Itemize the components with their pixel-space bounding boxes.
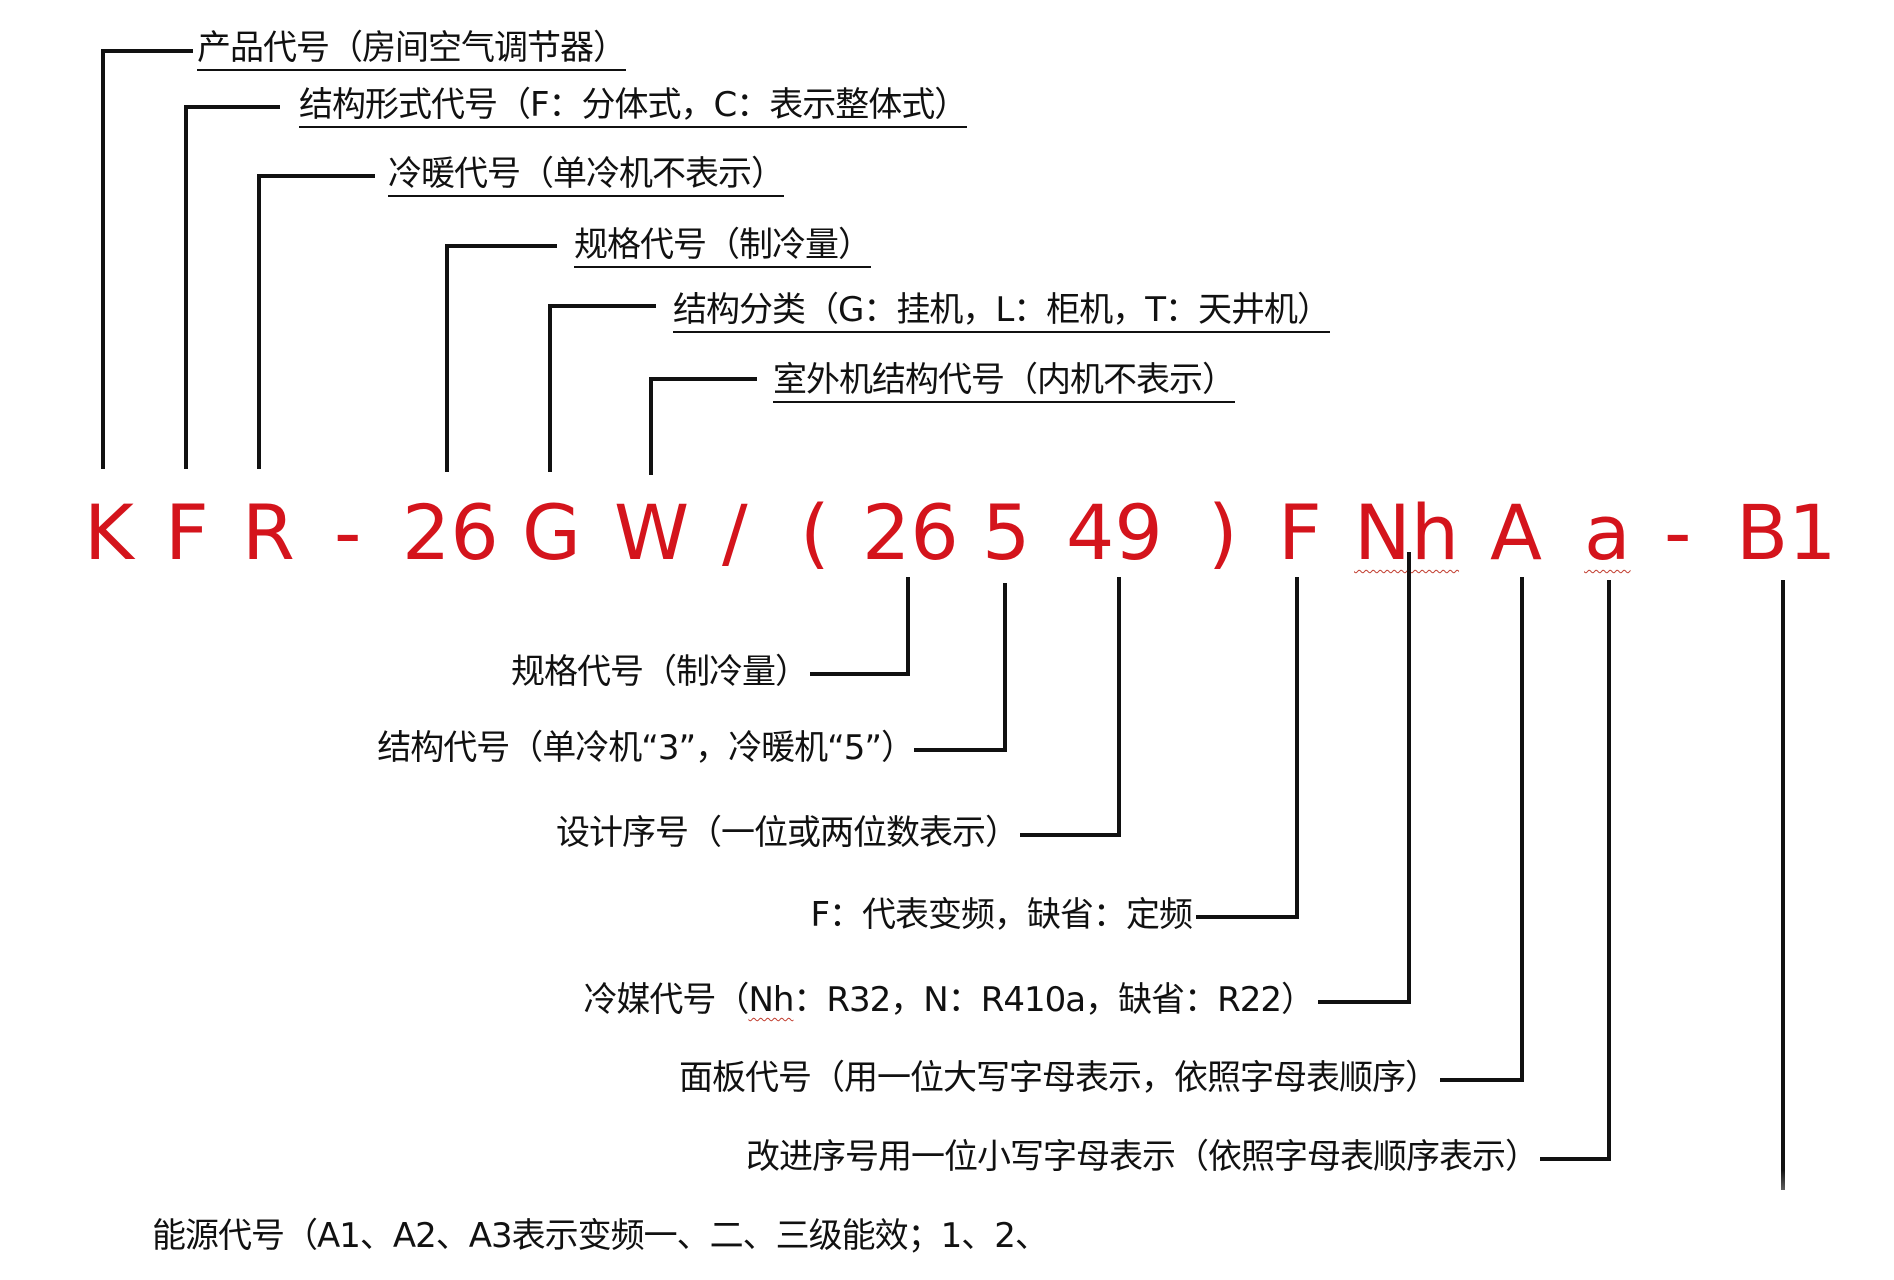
top-label-outdoor-unit: 室外机结构代号（内机不表示） [773,360,1236,403]
code-segment-r: R [242,488,295,577]
code-segment-w: W [614,488,690,577]
code-inverter-f: F [1278,488,1322,577]
connector-horizontal [810,672,910,676]
connector-vertical [257,174,261,469]
connector-horizontal [1196,915,1299,919]
code-slash: / [722,488,748,577]
line-fade-overlay [1760,1170,1820,1230]
connector-vertical [1607,580,1611,1161]
connector-vertical [1295,577,1299,919]
code-segment-26: 26 [402,488,499,577]
code-design-49: 49 [1066,488,1163,577]
connector-horizontal [101,49,193,53]
bottom-label-energy-code: 能源代号（A1、A2、A3表示变频一、二、三级能效；1、2、 [152,1216,1049,1256]
connector-horizontal [257,174,375,178]
code-refrigerant-nh: Nh [1354,488,1460,577]
bottom-label-inverter: F：代表变频，缺省：定频 [810,895,1193,935]
connector-vertical [906,577,910,676]
code-paren-close: ) [1208,488,1238,577]
top-label-structure-class: 结构分类（G：挂机，L：柜机，T：天井机） [673,290,1331,333]
connector-vertical [101,49,105,469]
connector-vertical [1520,577,1524,1082]
code-revision-a: a [1584,488,1631,577]
code-segment-k: K [84,488,134,577]
refrigerant-label-prefix: 冷媒代号（ [583,980,749,1020]
bottom-label-panel-code: 面板代号（用一位大写字母表示，依照字母表顺序） [679,1058,1439,1098]
bottom-label-structure-code: 结构代号（单冷机“3”，冷暖机“5”） [377,728,915,768]
connector-horizontal [1318,1000,1411,1004]
connector-vertical [649,377,653,475]
code-panel-a: A [1490,488,1542,577]
bottom-label-refrigerant: 冷媒代号（Nh：R32，N：R410a，缺省：R22） [583,980,1315,1020]
code-capacity-26: 26 [862,488,959,577]
code-dash-2: - [1664,488,1692,577]
top-label-cooling-heating: 冷暖代号（单冷机不表示） [388,154,785,197]
code-energy-b1: B1 [1736,488,1837,577]
code-segment-f: F [165,488,209,577]
connector-horizontal [914,748,1007,752]
connector-vertical [445,244,449,472]
connector-horizontal [445,244,557,248]
connector-vertical [184,105,188,469]
connector-horizontal [184,105,280,109]
connector-horizontal [1020,833,1121,837]
top-label-spec-code: 规格代号（制冷量） [574,225,872,268]
connector-vertical [1117,577,1121,837]
top-label-structure-form: 结构形式代号（F：分体式，C：表示整体式） [299,85,968,128]
connector-vertical [1781,580,1785,1220]
refrigerant-label-nh: Nh [748,980,794,1020]
code-structure-5: 5 [982,488,1031,577]
connector-vertical [1407,552,1411,1004]
connector-horizontal [1540,1157,1611,1161]
connector-horizontal [1440,1078,1524,1082]
bottom-label-revision-code: 改进序号用一位小写字母表示（依照字母表顺序表示） [746,1137,1539,1177]
code-paren-open: ( [800,488,830,577]
code-segment-g: G [522,488,581,577]
bottom-label-design-serial: 设计序号（一位或两位数表示） [556,813,1019,853]
code-dash-1: - [334,488,362,577]
connector-horizontal [548,304,656,308]
connector-horizontal [649,377,757,381]
connector-vertical [1003,583,1007,752]
refrigerant-label-suffix: ：R32，N：R410a，缺省：R22） [793,980,1315,1020]
bottom-label-spec-code: 规格代号（制冷量） [511,652,809,692]
connector-vertical [548,304,552,472]
top-label-product-code: 产品代号（房间空气调节器） [197,28,627,71]
